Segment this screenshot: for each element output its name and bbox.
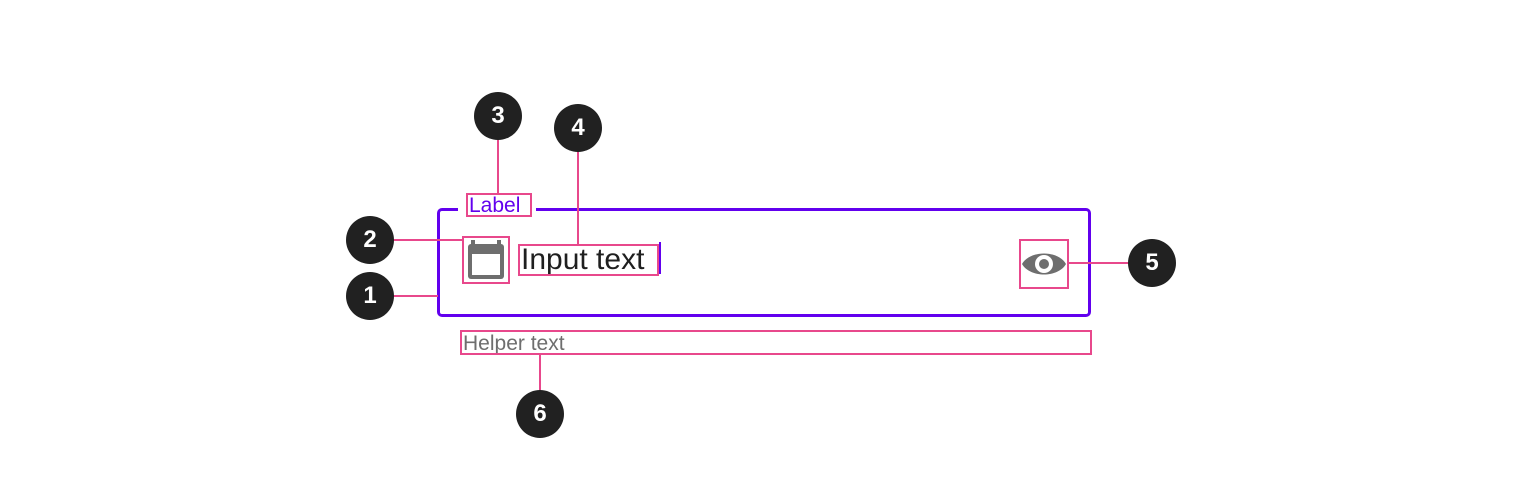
leader-line-3 (497, 138, 499, 194)
helper-text: Helper text (463, 332, 565, 355)
callout-marker-2: 2 (346, 216, 394, 264)
leading-icon-highlight (462, 236, 510, 284)
leader-line-1 (393, 295, 438, 297)
input-text[interactable]: Input text (521, 243, 645, 276)
calendar-icon[interactable] (467, 240, 505, 280)
callout-marker-6: 6 (516, 390, 564, 438)
callout-marker-1: 1 (346, 272, 394, 320)
leader-line-2 (393, 239, 463, 241)
callout-marker-4: 4 (554, 104, 602, 152)
text-cursor (659, 242, 661, 274)
trailing-icon-highlight (1019, 239, 1069, 289)
leader-line-5 (1068, 262, 1130, 264)
input-text-highlight (518, 244, 659, 276)
label-highlight (466, 193, 532, 217)
callout-marker-3: 3 (474, 92, 522, 140)
label-notch (458, 200, 536, 214)
leader-line-6 (539, 354, 541, 394)
helper-text-highlight (460, 330, 1092, 355)
callout-marker-5: 5 (1128, 239, 1176, 287)
field-label: Label (469, 194, 521, 217)
leader-line-4 (577, 150, 579, 245)
eye-icon[interactable] (1021, 242, 1067, 286)
